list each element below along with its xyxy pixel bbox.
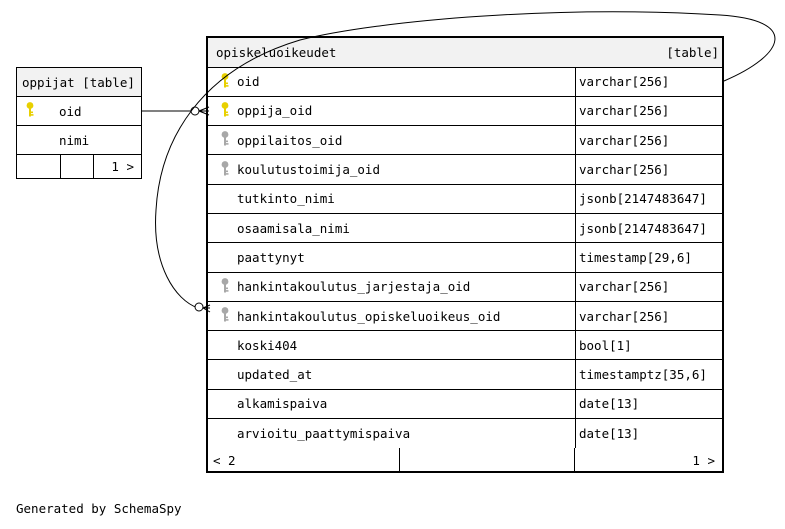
foreign-key-icon (220, 160, 230, 179)
table-type-label: [table] (666, 44, 719, 60)
column-type: date[13] (579, 426, 640, 442)
opiskeluoikeudet-column-tutkinto-nimi[interactable]: tutkinto_nimi jsonb[2147483647] (208, 184, 722, 214)
column-type: timestamptz[35,6] (579, 367, 707, 383)
column-name: koski404 (237, 337, 298, 353)
opiskeluoikeudet-column-koski404[interactable]: koski404 bool[1] (208, 331, 722, 361)
footer-cell (400, 448, 575, 473)
opiskeluoikeudet-column-osaamisala-nimi[interactable]: osaamisala_nimi jsonb[2147483647] (208, 213, 722, 244)
oppijat-table-header[interactable]: oppijat [table] (17, 68, 141, 97)
oppijat-footer: 1 > (17, 155, 141, 178)
opiskeluoikeudet-footer: < 2 1 > (208, 448, 722, 473)
primary-key-icon (220, 72, 230, 91)
generated-by-label: Generated by SchemaSpy (16, 501, 182, 516)
footer-cell (17, 155, 61, 178)
opiskeluoikeudet-column-oppija-oid[interactable]: oppija_oid varchar[256] (208, 96, 722, 127)
opiskeluoikeudet-column-hankintakoulutus-opiskeluoikeus-oid[interactable]: hankintakoulutus_opiskeluoikeus_oid varch… (208, 301, 722, 332)
column-type: varchar[256] (579, 279, 670, 295)
column-name: oid (237, 74, 260, 90)
column-name: alkamispaiva (237, 396, 328, 412)
column-type: varchar[256] (579, 308, 670, 324)
opiskeluoikeudet-column-updated-at[interactable]: updated_at timestamptz[35,6] (208, 360, 722, 390)
column-name: hankintakoulutus_jarjestaja_oid (237, 279, 471, 295)
column-name: nimi (59, 132, 90, 148)
foreign-key-icon (220, 307, 230, 326)
column-name: hankintakoulutus_opiskeluoikeus_oid (237, 308, 501, 324)
column-name: oid (59, 103, 82, 119)
parents-count[interactable]: < 2 (208, 448, 400, 473)
column-type: varchar[256] (579, 103, 670, 119)
children-count[interactable]: 1 > (692, 452, 715, 468)
opiskeluoikeudet-column-alkamispaiva[interactable]: alkamispaiva date[13] (208, 389, 722, 420)
relationship-optional-marker (194, 302, 204, 312)
opiskeluoikeudet-column-hankintakoulutus-jarjestaja-oid[interactable]: hankintakoulutus_jarjestaja_oid varchar[2… (208, 272, 722, 302)
column-type: varchar[256] (579, 132, 670, 148)
oppijat-column-oid[interactable]: oid (17, 97, 141, 126)
column-name: koulutustoimija_oid (237, 162, 380, 178)
column-type: jsonb[2147483647] (579, 191, 707, 207)
column-name: arvioitu_paattymispaiva (237, 426, 411, 442)
opiskeluoikeudet-table-header[interactable]: opiskeluoikeudet [table] (208, 38, 722, 68)
column-name: paattynyt (237, 249, 305, 265)
column-type: bool[1] (579, 337, 632, 353)
column-type: timestamp[29,6] (579, 249, 692, 265)
relationship-optional-marker (190, 106, 200, 116)
column-name: oppilaitos_oid (237, 132, 343, 148)
oppijat-column-nimi[interactable]: nimi (17, 126, 141, 155)
oppijat-table[interactable]: oppijat [table] oid nimi 1 > (16, 67, 142, 179)
column-type: date[13] (579, 396, 640, 412)
foreign-key-icon (220, 131, 230, 150)
primary-key-icon (220, 101, 230, 120)
opiskeluoikeudet-column-oppilaitos-oid[interactable]: oppilaitos_oid varchar[256] (208, 126, 722, 156)
column-name: osaamisala_nimi (237, 220, 350, 236)
oppijat-table-title: oppijat [table] (22, 74, 135, 90)
foreign-key-icon (220, 277, 230, 296)
column-name: updated_at (237, 367, 313, 383)
opiskeluoikeudet-column-paattynyt[interactable]: paattynyt timestamp[29,6] (208, 243, 722, 273)
opiskeluoikeudet-column-koulutustoimija-oid[interactable]: koulutustoimija_oid varchar[256] (208, 155, 722, 185)
column-name: tutkinto_nimi (237, 191, 335, 207)
opiskeluoikeudet-column-oid[interactable]: oid varchar[256] (208, 67, 722, 97)
footer-cell (61, 155, 94, 178)
primary-key-icon (25, 102, 35, 121)
column-name: oppija_oid (237, 103, 313, 119)
opiskeluoikeudet-column-arvioitu-paattymispaiva[interactable]: arvioitu_paattymispaiva date[13] (208, 419, 722, 449)
opiskeluoikeudet-table[interactable]: opiskeluoikeudet [table] oid varchar[256]… (206, 36, 724, 473)
column-type: varchar[256] (579, 162, 670, 178)
column-type: varchar[256] (579, 74, 670, 90)
column-type: jsonb[2147483647] (579, 220, 707, 236)
children-count[interactable]: 1 > (111, 159, 134, 174)
opiskeluoikeudet-table-title: opiskeluoikeudet (216, 44, 337, 60)
